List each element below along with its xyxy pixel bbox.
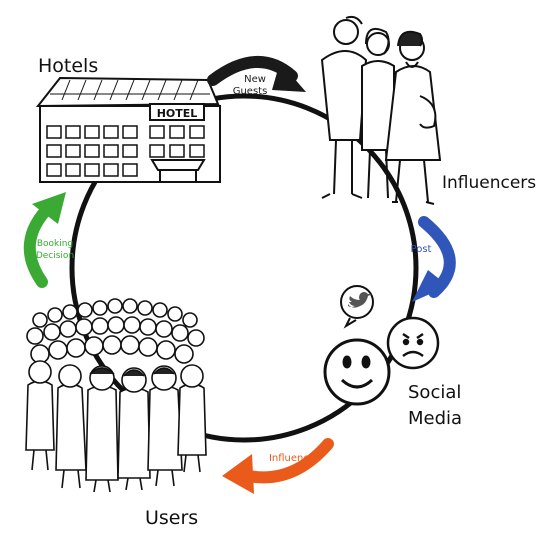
users-label: Users [145,507,198,529]
post-label: Post [411,244,432,255]
cycle-circle [69,93,419,443]
new-guests-arrow [207,56,306,92]
booking-label-2: Decision [36,251,74,261]
booking-decision-arrow [23,192,66,288]
happy-face-icon [323,338,391,406]
twitter-bird-icon [340,285,374,329]
social-label: Social [408,382,461,403]
booking-label-1: Booking [37,239,73,249]
post-arrow [412,216,456,302]
influence-arrow [222,438,334,494]
new-guests-label-1: New [244,74,266,85]
hotel-building-icon [35,76,221,183]
influencers-label: Influencers [442,173,536,193]
new-guests-label-2: Guests [233,86,268,97]
influencers-group-icon [320,15,442,205]
media-label: Media [408,408,462,429]
hotels-label: Hotels [38,55,98,77]
influence-label: Influence [269,453,315,464]
crowd-icon [25,298,207,493]
hotel-sign: HOTEL [157,107,198,120]
sad-face-icon [386,316,440,370]
